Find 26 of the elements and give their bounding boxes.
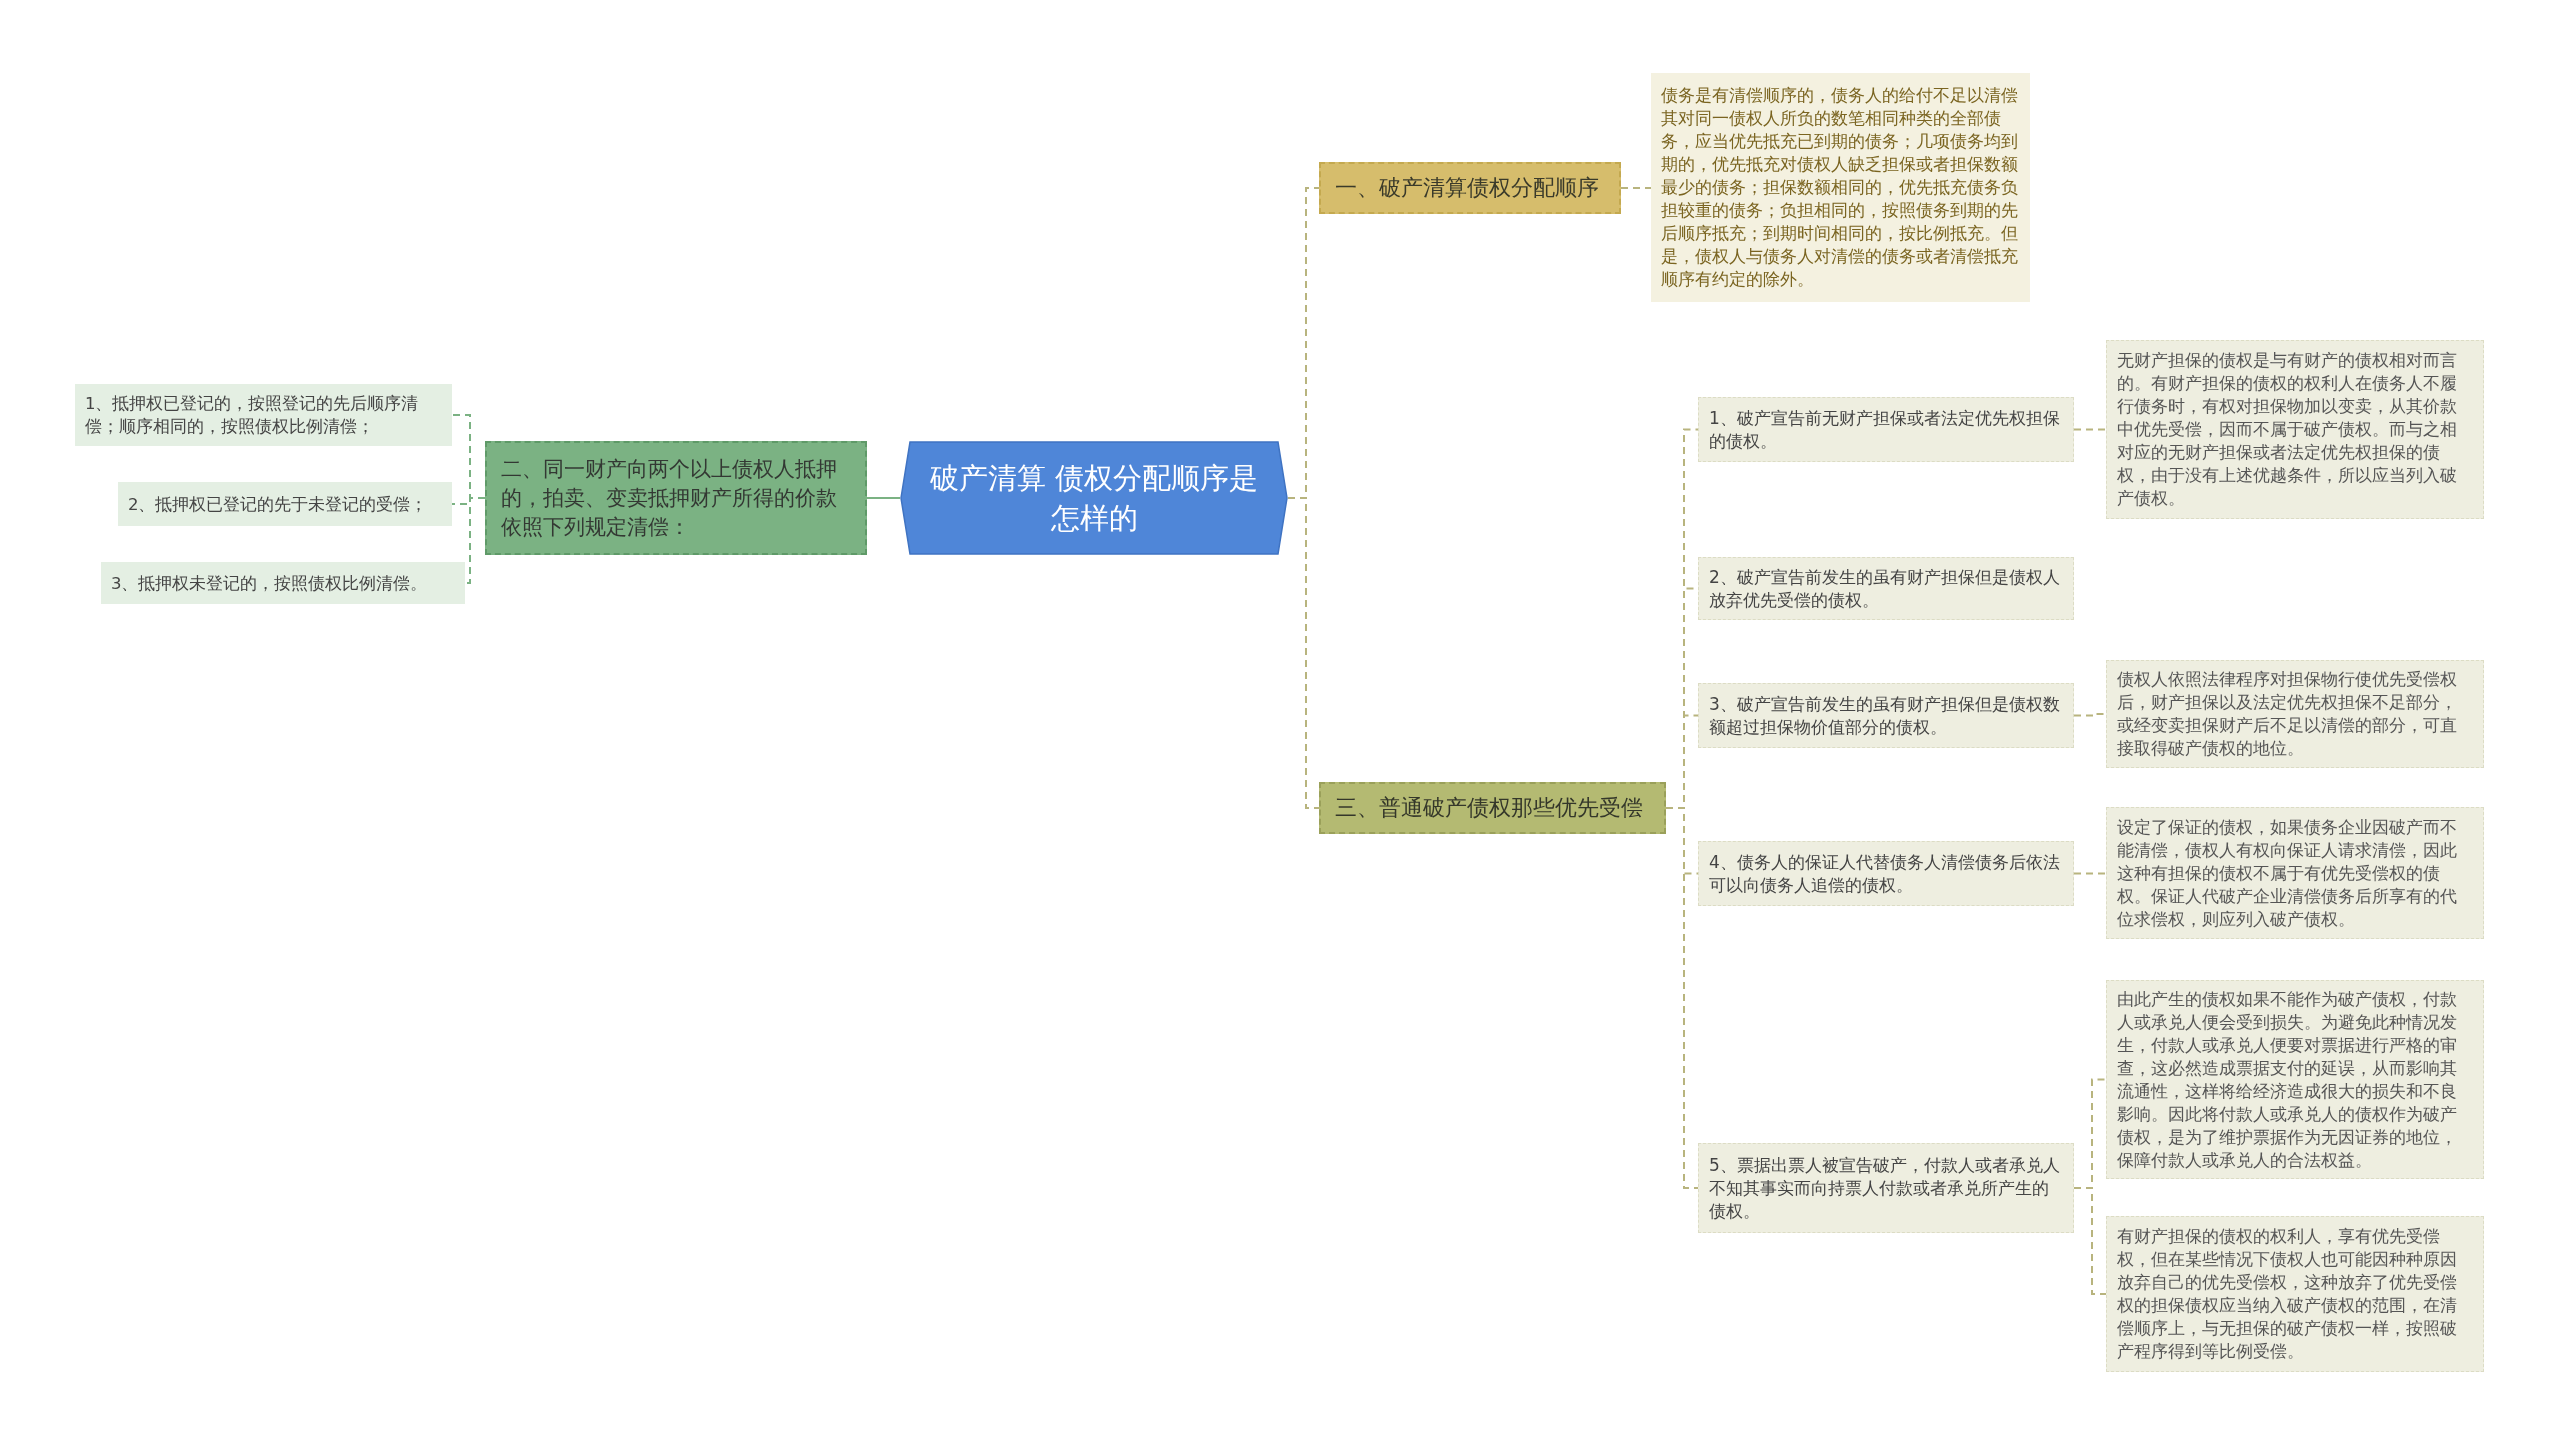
topic-box: 三、普通破产债权那些优先受偿 <box>1319 782 1666 834</box>
note-box: 债权人依照法律程序对担保物行使优先受偿权后，财产担保以及法定优先权担保不足部分，或经变卖担保财产后不足以清偿的部分，可直接取得破产债权的地位。 <box>2106 660 2484 768</box>
connector-line <box>1287 497 1320 809</box>
connector-line <box>866 497 901 499</box>
note-box: 由此产生的债权如果不能作为破产债权，付款人或承兑人便会受到损失。为避免此种情况发生，付款人或承兑人便要对票据进行严格的审查，这必然造成票据支付的延误，从而影响其流通性，这样将给经济造成很大的损失和不良影响。因此将付款人或承兑人的债权作为破产债权，是为了维护票据作为无因证券的地位，保障付款人或承兑人的合法权益。 <box>2106 980 2484 1179</box>
topic-box: 二、同一财产向两个以上债权人抵押的，拍卖、变卖抵押财产所得的价款依照下列规定清偿： <box>485 441 867 555</box>
subtopic-box: 1、破产宣告前无财产担保或者法定优先权担保的债权。 <box>1698 397 2074 462</box>
topic-box: 一、破产清算债权分配顺序 <box>1319 162 1621 214</box>
note-box: 无财产担保的债权是与有财产的债权相对而言的。有财产担保的债权的权利人在债务人不履行债务时，有权对担保物加以变卖，从其价款中优先受偿，因而不属于破产债权。而与之相对应的无财产担保或者法定优先权担保的债权，由于没有上述优越条件，所以应当列入破产债权。 <box>2106 340 2484 519</box>
connector-line <box>2073 428 2107 431</box>
subtopic-box: 2、破产宣告前发生的虽有财产担保但是债权人放弃优先受偿的债权。 <box>1698 557 2074 620</box>
connector-line <box>2073 713 2107 717</box>
note-box: 债务是有清偿顺序的，债务人的给付不足以清偿其对同一债权人所负的数笔相同种类的全部债务，应当优先抵充已到期的债务；几项债务均到期的，优先抵充对债权人缺乏担保或者担保数额最少的债务；担保数额相同的，优先抵充债务负担较重的债务；负担相同的，按照债务到期的先后顺序抵充；到期时间相同的，按比例抵充。但是，债权人与债务人对清偿的债务或者清偿抵充顺序有约定的除外。 <box>1651 73 2030 302</box>
connector-line <box>2073 872 2107 875</box>
connector-line <box>1620 187 1652 189</box>
subtopic-box: 3、破产宣告前发生的虽有财产担保但是债权数额超过担保物价值部分的债权。 <box>1698 683 2074 748</box>
subtopic-box: 1、抵押权已登记的，按照登记的先后顺序清偿；顺序相同的，按照债权比例清偿； <box>75 384 452 446</box>
connector-line <box>464 497 486 584</box>
subtopic-box: 4、债务人的保证人代替债务人清偿债务后依法可以向债务人追偿的债权。 <box>1698 841 2074 906</box>
subtopic-box: 3、抵押权未登记的，按照债权比例清偿。 <box>101 562 465 604</box>
connector-line <box>2073 1187 2107 1295</box>
note-box: 有财产担保的债权的权利人，享有优先受偿权，但在某些情况下债权人也可能因种种原因放弃自己的优先受偿权，这种放弃了优先受偿权的担保债权应当纳入破产债权的范围，在清偿顺序上，与无担保的破产债权一样，按照破产程序得到等比例受偿。 <box>2106 1216 2484 1372</box>
subtopic-box: 2、抵押权已登记的先于未登记的受偿； <box>118 482 452 526</box>
subtopic-box: 5、票据出票人被宣告破产，付款人或者承兑人不知其事实而向持票人付款或者承兑所产生的债权。 <box>1698 1143 2074 1233</box>
note-box: 设定了保证的债权，如果债务企业因破产而不能清偿，债权人有权向保证人请求清偿，因此这种有担保的债权不属于有优先受偿权的债权。保证人代破产企业清偿债务后所享有的代位求偿权，则应列入破产债权。 <box>2106 807 2484 939</box>
central-topic: 破产清算 债权分配顺序是怎样的 <box>900 441 1288 555</box>
